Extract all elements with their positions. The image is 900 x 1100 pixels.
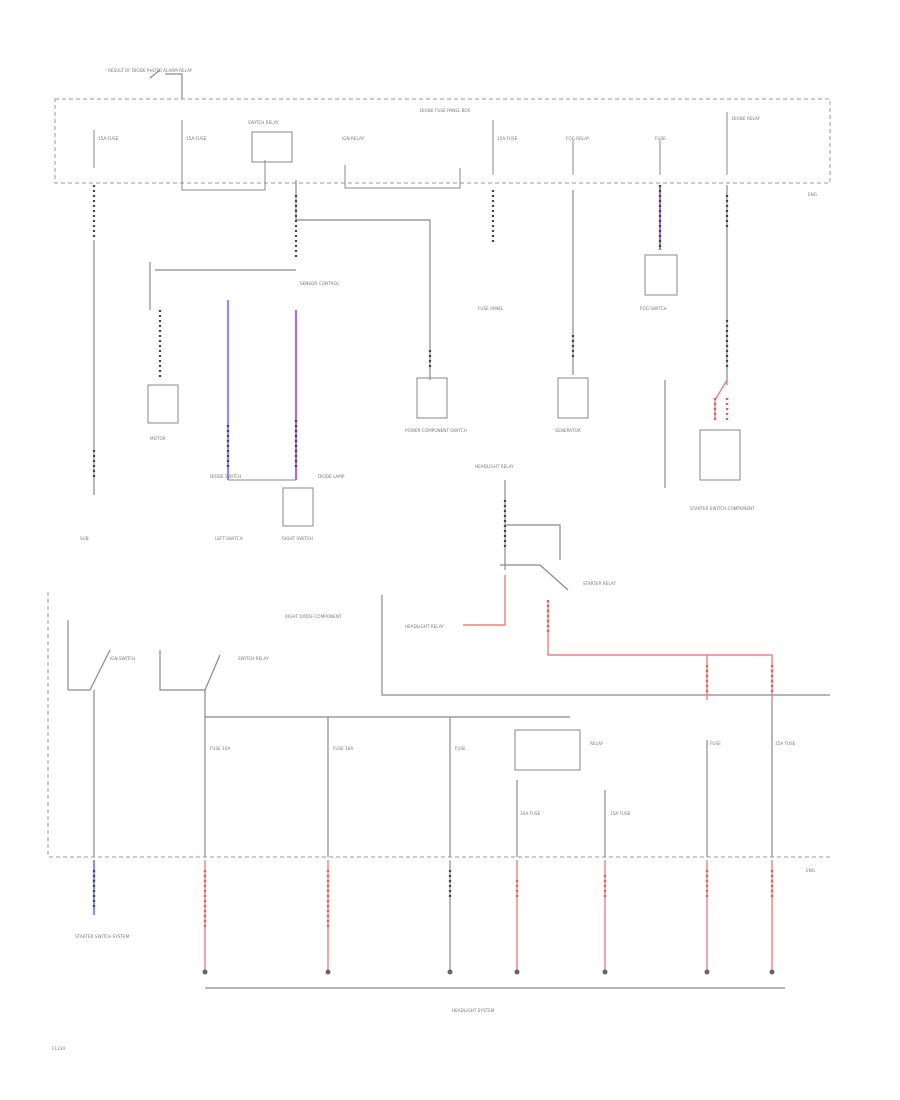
svg-text:RELAY: RELAY bbox=[590, 741, 604, 746]
lower-fuse-row: IGN SWITCH SWITCH RELAY RIGHT DIODE COMP… bbox=[67, 614, 815, 873]
top-fuse-2: 15A FUSE bbox=[181, 120, 266, 191]
svg-text:ENG: ENG bbox=[806, 868, 815, 873]
top-fuse-r4: DIODE RELAY bbox=[726, 112, 760, 175]
bottom-caption: HEADLIGHT SYSTEM bbox=[452, 1008, 495, 1013]
svg-text:15A FUSE: 15A FUSE bbox=[610, 811, 631, 816]
svg-text:IGN SWITCH: IGN SWITCH bbox=[110, 656, 135, 661]
top-fuse-1: 15A FUSE bbox=[93, 130, 119, 168]
svg-text:FUSE: FUSE bbox=[455, 746, 466, 751]
top-relay-ign: IGN RELAY bbox=[342, 136, 461, 189]
svg-text:15A FUSE: 15A FUSE bbox=[98, 136, 119, 141]
svg-text:FOG SWITCH: FOG SWITCH bbox=[640, 306, 667, 311]
svg-text:SWITCH RELAY: SWITCH RELAY bbox=[248, 120, 279, 125]
fuse-box-right-label: DIODE FUSE PANEL BOX bbox=[420, 108, 470, 113]
svg-text:GENERATOR: GENERATOR bbox=[555, 428, 581, 433]
svg-text:LEFT SWITCH: LEFT SWITCH bbox=[215, 536, 243, 541]
svg-text:15A FUSE: 15A FUSE bbox=[186, 136, 207, 141]
svg-text:FUSE PANEL: FUSE PANEL bbox=[478, 306, 504, 311]
top-relay-switch: SWITCH RELAY bbox=[248, 120, 293, 163]
svg-text:STARTER SWITCH COMPONENT: STARTER SWITCH COMPONENT bbox=[690, 506, 755, 511]
svg-text:DIODE RELAY: DIODE RELAY bbox=[732, 116, 760, 121]
svg-text:HEADLIGHT RELAY: HEADLIGHT RELAY bbox=[405, 624, 444, 629]
svg-text:FUSE 10A: FUSE 10A bbox=[333, 746, 353, 751]
footer-code: F1234 bbox=[52, 1046, 65, 1051]
middle-wires: SUB MOTOR SENSOR CONTROL DIODE SWITCH DI… bbox=[80, 180, 755, 541]
svg-text:10A FUSE: 10A FUSE bbox=[520, 811, 541, 816]
svg-text:RIGHT SWITCH: RIGHT SWITCH bbox=[282, 536, 313, 541]
svg-text:15A FUSE: 15A FUSE bbox=[775, 741, 796, 746]
svg-text:SENSOR CONTROL: SENSOR CONTROL bbox=[300, 281, 340, 286]
svg-text:STARTER SWITCH SYSTEM: STARTER SWITCH SYSTEM bbox=[75, 934, 130, 939]
top-relay-label: RESULT OF DIODE PHOTO ALARM RELAY bbox=[108, 68, 193, 73]
top-fuse-r1: 15A FUSE bbox=[492, 120, 518, 175]
svg-text:FUSE: FUSE bbox=[710, 741, 721, 746]
svg-text:FUSE: FUSE bbox=[655, 136, 666, 141]
relay-box-code: ENG bbox=[808, 192, 817, 197]
svg-text:FUSE 10A: FUSE 10A bbox=[210, 746, 230, 751]
svg-text:DIODE SWITCH: DIODE SWITCH bbox=[210, 474, 241, 479]
svg-text:SUB: SUB bbox=[80, 536, 89, 541]
top-fuse-r3: FUSE bbox=[655, 136, 666, 175]
svg-text:SWITCH RELAY: SWITCH RELAY bbox=[238, 656, 269, 661]
svg-text:POWER COMPONENT SWITCH: POWER COMPONENT SWITCH bbox=[405, 428, 467, 433]
svg-text:15A FUSE: 15A FUSE bbox=[497, 136, 518, 141]
svg-text:MOTOR: MOTOR bbox=[150, 436, 166, 441]
svg-text:STARTER RELAY: STARTER RELAY bbox=[583, 581, 616, 586]
svg-text:DIODE LAMP: DIODE LAMP bbox=[318, 474, 345, 479]
bottom-leads: STARTER SWITCH SYSTEM HEADLIGHT SYSTEM bbox=[75, 860, 785, 1013]
svg-text:IGN RELAY: IGN RELAY bbox=[342, 136, 364, 141]
headlight-relay-area: HEADLIGHT RELAY HEADLIGHT RELAY STARTER … bbox=[47, 464, 830, 858]
svg-text:HEADLIGHT RELAY: HEADLIGHT RELAY bbox=[475, 464, 514, 469]
fuse-box-top: RESULT OF DIODE PHOTO ALARM RELAY DIODE … bbox=[54, 68, 831, 197]
svg-text:RIGHT DIODE COMPONENT: RIGHT DIODE COMPONENT bbox=[285, 614, 342, 619]
svg-text:FOG RELAY: FOG RELAY bbox=[566, 136, 590, 141]
top-fuse-r2: FOG RELAY bbox=[566, 136, 590, 175]
